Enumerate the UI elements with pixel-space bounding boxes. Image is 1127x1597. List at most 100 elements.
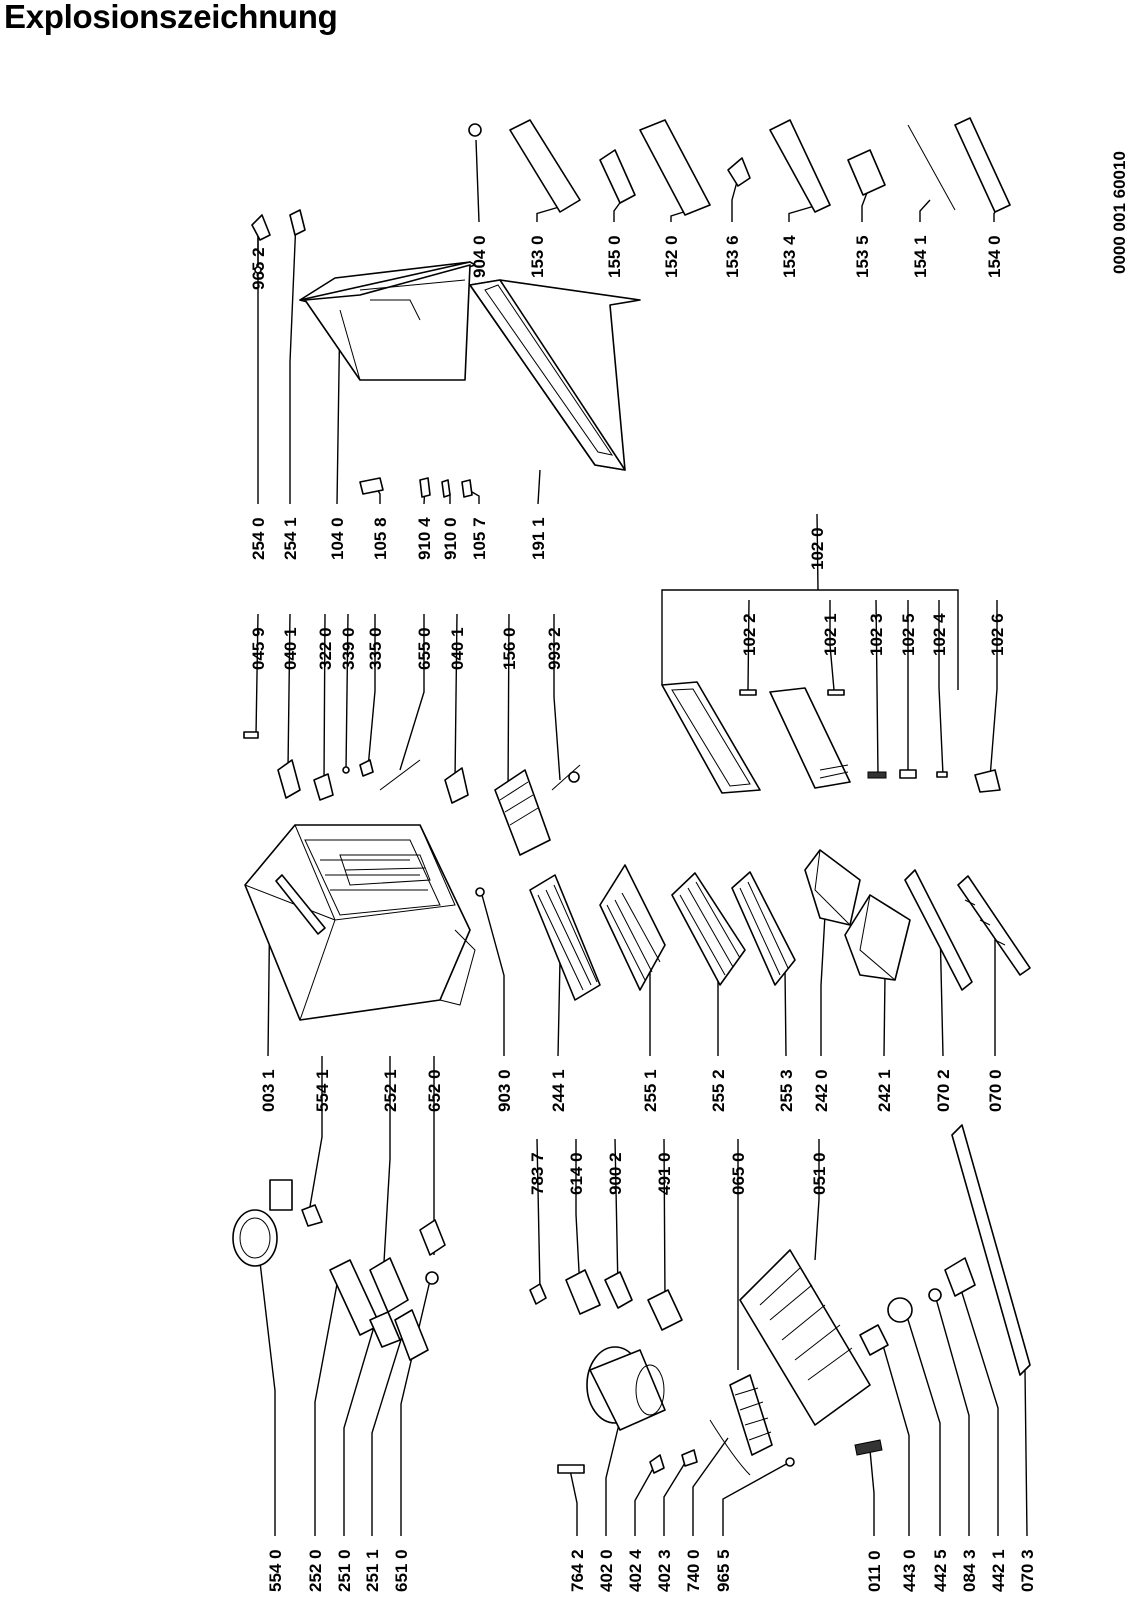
callout-leader-line	[613, 199, 623, 222]
callout-leader-line	[957, 1279, 999, 1536]
callout-leader-line	[553, 614, 561, 781]
part-screws	[475, 887, 883, 1474]
callout-label: 070 3	[1018, 1549, 1037, 1592]
callout-leader-line	[557, 959, 561, 1057]
callout-label: 651 0	[392, 1549, 411, 1592]
part-crisper-cover	[844, 894, 911, 981]
callout-leader-line	[314, 1267, 341, 1536]
callout-leader-line	[257, 1244, 276, 1536]
callout-leader-line	[399, 614, 425, 771]
page-title: Explosionszeichnung	[4, 0, 338, 35]
callout-leader-line	[475, 139, 480, 223]
callout-label: 155 0	[605, 235, 624, 278]
callout-leader-line	[605, 1419, 621, 1536]
callout-label: 104 0	[328, 517, 347, 560]
callout-leader-line	[784, 969, 787, 1057]
part-condenser	[709, 1374, 773, 1476]
callout-label: 251 1	[363, 1549, 382, 1592]
callout-label: 910 4	[415, 517, 434, 560]
callout-label: 003 1	[259, 1069, 278, 1112]
callout-label: 339 0	[339, 627, 358, 670]
callout-leader-line	[820, 914, 826, 1056]
callout-leader-line	[287, 613, 291, 769]
callout-leader-line	[614, 1138, 619, 1291]
callout-leader-line	[814, 1139, 820, 1261]
part-freezer-frame	[661, 681, 761, 794]
callout-leader-line	[747, 599, 750, 691]
callout-leader-line	[481, 894, 505, 1056]
callout-label: 251 0	[335, 1549, 354, 1592]
callout-leader-line	[883, 974, 886, 1057]
callout-leader-line	[869, 1449, 875, 1536]
callout-leader-line	[788, 204, 819, 222]
callout-label: 070 2	[934, 1069, 953, 1112]
callout-leader-line	[454, 613, 458, 781]
part-door-shelves	[468, 117, 1011, 216]
callout-label: 045 9	[249, 627, 268, 670]
callout-label: 152 0	[662, 235, 681, 278]
callout-label: 442 5	[931, 1549, 950, 1592]
callout-label: 191 1	[529, 517, 548, 560]
callout-label: 402 3	[655, 1549, 674, 1592]
part-fan-motor	[232, 1179, 293, 1267]
group-bracket-freezer	[661, 589, 959, 690]
callout-label: 965 5	[714, 1549, 733, 1592]
callout-leader-line	[904, 1309, 941, 1536]
callout-leader-line	[569, 1469, 578, 1536]
callout-label: 105 8	[371, 517, 390, 560]
callout-label: 070 0	[986, 1069, 1005, 1112]
callout-leader-line	[663, 1138, 666, 1301]
part-shelf-grid-1	[529, 874, 601, 1001]
callout-leader-line	[343, 1319, 377, 1536]
callout-label: 442 1	[989, 1549, 1008, 1592]
callout-label: 153 5	[853, 235, 872, 278]
part-hinges	[243, 731, 581, 856]
part-glass-shelf-1	[599, 864, 666, 991]
callout-label: 402 4	[626, 1549, 645, 1592]
callout-leader-line	[289, 219, 297, 504]
part-thermostat	[859, 1257, 976, 1356]
callout-leader-line	[345, 613, 349, 771]
callout-leader-line	[536, 204, 567, 222]
callout-label: 252 0	[306, 1549, 325, 1592]
callout-leader-line	[861, 189, 869, 222]
callout-label: 255 3	[777, 1069, 796, 1112]
callout-label: 040 1	[448, 627, 467, 670]
callout-label: 255 2	[709, 1069, 728, 1112]
callout-leader-line	[536, 1138, 541, 1291]
callout-label: 154 0	[985, 235, 1004, 278]
callout-leader-line	[507, 613, 510, 796]
part-cabinet	[244, 824, 476, 1021]
callout-leader-line	[634, 1464, 656, 1536]
callout-leader-line	[934, 1294, 970, 1536]
part-base-tray	[739, 1249, 871, 1426]
callout-leader-line	[663, 1457, 689, 1536]
callout-label: 244 1	[549, 1069, 568, 1112]
callout-leader-line	[307, 1056, 323, 1219]
callout-label: 102 2	[740, 613, 759, 656]
callout-leader-line	[692, 1437, 729, 1536]
callout-label: 764 2	[568, 1549, 587, 1592]
part-strip-1	[904, 869, 973, 991]
callout-leader-line	[323, 613, 326, 781]
callout-leader-line	[400, 1271, 433, 1536]
callout-leader-line	[371, 1329, 405, 1536]
callout-label: 154 1	[911, 235, 930, 278]
callout-leader-line	[989, 600, 998, 779]
callout-leader-line	[879, 1334, 910, 1536]
callout-label: 084 3	[960, 1549, 979, 1592]
callout-leader-line	[255, 613, 259, 736]
callout-label: 740 0	[684, 1549, 703, 1592]
callout-leader-line	[1024, 1369, 1028, 1537]
part-control-unit	[329, 1219, 446, 1361]
callout-label: 153 0	[528, 235, 547, 278]
part-strip-2	[957, 875, 1031, 976]
callout-label: 040 1	[281, 627, 300, 670]
callout-label: 153 4	[780, 235, 799, 278]
parts-layer	[232, 117, 1031, 1476]
part-glass-shelf-2	[671, 872, 746, 986]
callout-leader-line	[537, 469, 541, 505]
callout-label: 443 0	[900, 1549, 919, 1592]
callout-leader-line	[575, 1139, 581, 1291]
